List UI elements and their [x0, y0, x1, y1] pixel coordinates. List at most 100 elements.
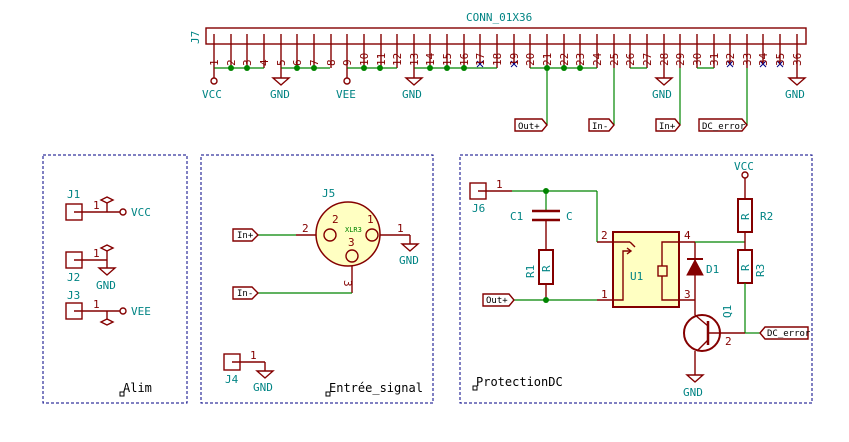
global-label-out-plus[interactable]: Out+ [514, 118, 548, 132]
svg-text:1: 1 [93, 247, 100, 260]
gnd-icon [685, 374, 705, 383]
connector-pin-number: 30 [691, 53, 704, 66]
vcc-power-icon [119, 208, 127, 216]
svg-text:1: 1 [496, 178, 503, 191]
j1-ref: J1 [67, 188, 80, 201]
connector-pin-number: 22 [558, 53, 571, 66]
global-label-dc-error-2[interactable]: DC_error [759, 326, 811, 340]
no-connect-icon [776, 60, 784, 68]
svg-text:R1: R1 [524, 265, 537, 278]
connector-pin-number: 29 [674, 53, 687, 66]
global-label-in-minus[interactable]: In- [588, 118, 615, 132]
connector-wiring: VCC GND VEE GND GND [202, 44, 807, 125]
sheet-protection-title: ProtectionDC [476, 375, 563, 389]
svg-text:3: 3 [684, 288, 691, 301]
connector-pin-number: 6 [291, 59, 304, 66]
svg-text:In-: In- [592, 122, 608, 132]
gnd-icon [255, 370, 275, 379]
gnd-icon-1 [271, 77, 291, 86]
global-label-out-plus-2[interactable]: Out+ [482, 293, 515, 307]
connector-pin-number: 23 [574, 53, 587, 66]
no-connect-icon [476, 60, 484, 68]
connector-pin-number: 11 [375, 53, 388, 66]
svg-text:3: 3 [341, 280, 354, 287]
svg-text:C: C [566, 210, 573, 223]
gnd-label-1: GND [270, 88, 290, 101]
svg-text:1: 1 [367, 213, 374, 226]
no-connect-icon [759, 60, 767, 68]
svg-text:D1: D1 [706, 263, 719, 276]
svg-text:R: R [739, 264, 752, 271]
connector-pin-number: 7 [308, 59, 321, 66]
svg-text:4: 4 [684, 229, 691, 242]
svg-text:DC_error: DC_error [767, 329, 811, 339]
connector-pin-number: 32 [724, 53, 737, 66]
vcc-power-icon [210, 77, 218, 85]
xlr-connector-body [315, 201, 381, 267]
pwr-flag-icon [99, 196, 115, 204]
svg-text:GND: GND [253, 381, 273, 394]
svg-text:In+: In+ [237, 231, 254, 241]
svg-text:GND: GND [683, 386, 703, 399]
connector-pin-number: 10 [358, 53, 371, 66]
pwr-flag-icon [99, 244, 115, 252]
sheet-alim[interactable]: Alim J1 1 VCC 1 J2 GND J3 1 VEE [42, 154, 188, 404]
diode-icon [686, 258, 704, 276]
gnd-label-2: GND [402, 88, 422, 101]
connector-body [205, 27, 807, 45]
gnd-icon [400, 243, 420, 252]
connector-pin-number: 9 [341, 59, 354, 66]
global-label-in-plus[interactable]: In+ [655, 118, 681, 132]
svg-text:VCC: VCC [131, 206, 151, 219]
svg-text:1: 1 [601, 288, 608, 301]
connector-pin-number: 8 [325, 59, 338, 66]
xlr-value: XLR3 [345, 226, 362, 234]
connector-pin-number: 19 [508, 53, 521, 66]
sheet-entree-signal[interactable]: Entrée_signal J5 2 1 3 XLR3 2 1 GND 3 In… [200, 154, 434, 404]
connector-pin-number: 15 [441, 53, 454, 66]
svg-text:Out+: Out+ [518, 122, 540, 132]
connector-pin-number: 34 [757, 52, 770, 66]
svg-text:J6: J6 [472, 202, 485, 215]
global-label-in-plus-2[interactable]: In+ [232, 228, 259, 242]
no-connect-icon [726, 60, 734, 68]
connector-pin-number: 35 [774, 53, 787, 66]
svg-text:R: R [540, 265, 553, 272]
gnd-label-3: GND [652, 88, 672, 101]
sheet-protection-dc[interactable]: ProtectionDC 1 J6 C1 C R R1 Out+ 2 [459, 154, 813, 404]
connector-pin-number: 16 [458, 53, 471, 66]
svg-text:3: 3 [348, 236, 355, 249]
svg-text:R: R [739, 213, 752, 220]
vee-power-icon [119, 307, 127, 315]
global-label-in-minus-2[interactable]: In- [232, 286, 259, 300]
svg-text:2: 2 [332, 213, 339, 226]
svg-text:1: 1 [93, 298, 100, 311]
svg-text:VEE: VEE [131, 305, 151, 318]
global-label-dc-error[interactable]: DC_error [698, 118, 748, 132]
connector-pin-number: 13 [408, 53, 421, 66]
svg-text:In+: In+ [659, 122, 676, 132]
connector-ref: J7 [189, 31, 202, 44]
connector-pin-number: 3 [241, 59, 254, 66]
svg-text:2: 2 [725, 335, 732, 348]
svg-text:VCC: VCC [734, 160, 754, 173]
connector-pin-number: 17 [474, 53, 487, 66]
connector-pin-number: 5 [275, 59, 288, 66]
svg-text:C1: C1 [510, 210, 523, 223]
svg-text:R2: R2 [760, 210, 773, 223]
connector-pin-number: 26 [624, 53, 637, 66]
gnd-icon [97, 267, 117, 276]
connector-value: CONN_01X36 [466, 11, 532, 24]
svg-text:1: 1 [397, 222, 404, 235]
u1-relay-body [612, 231, 680, 308]
connector-pin-number: 4 [258, 59, 271, 66]
svg-text:J3: J3 [67, 289, 80, 302]
connector-pin-number: 25 [608, 53, 621, 66]
connector-pin-number: 24 [591, 52, 604, 66]
connector-pin-number: 14 [424, 52, 437, 66]
vcc-label-1: VCC [202, 88, 222, 101]
gnd-icon-2 [404, 77, 424, 86]
